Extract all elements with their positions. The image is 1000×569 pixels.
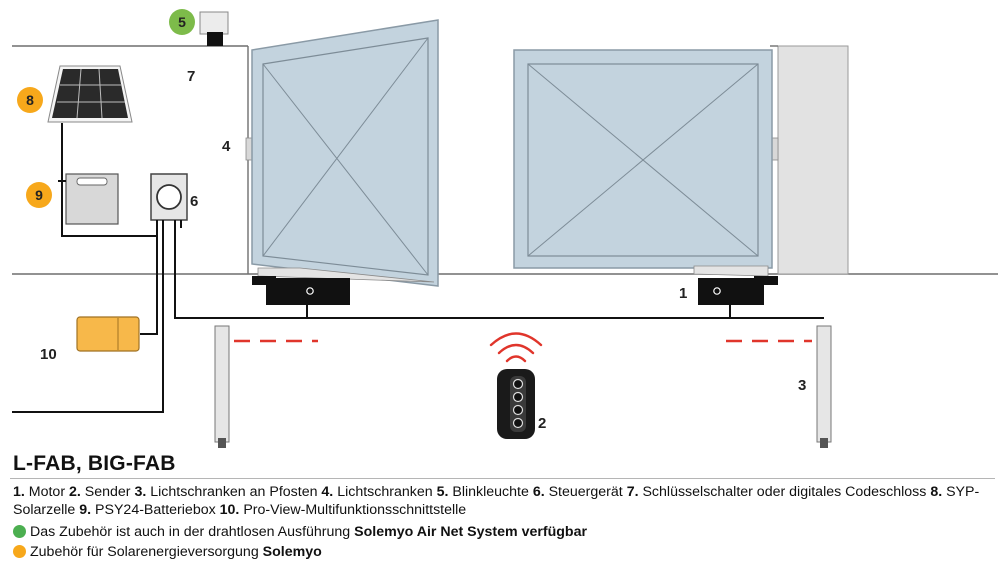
wall-outline	[12, 45, 998, 275]
legend-num-2: 2.	[69, 484, 81, 500]
badge-5: 5	[169, 9, 195, 35]
legend-text-10: Pro-View-Multifunktionsschnittstelle	[239, 502, 467, 518]
legend-text-2: Sender	[80, 484, 135, 500]
badge-8: 8	[17, 87, 43, 113]
legend: 1. Motor 2. Sender 3. Lichtschranken an …	[13, 483, 988, 519]
wireless-note: Das Zubehör ist auch in der drahtlosen A…	[13, 523, 587, 541]
legend-num-5: 5.	[436, 484, 449, 500]
orange-dot-icon	[13, 545, 26, 558]
legend-text-5: Blinkleuchte	[448, 484, 533, 500]
left-gate-arm	[257, 267, 435, 283]
pillar-photocell	[771, 137, 779, 161]
legend-text-9: PSY24-Batteriebox	[91, 502, 220, 518]
legend-num-9: 9.	[79, 502, 92, 518]
left-gate-leaf	[251, 19, 439, 287]
green-dot-icon	[13, 525, 26, 538]
legend-text-1: Motor	[24, 484, 69, 500]
label-1: 1	[679, 285, 687, 302]
label-7: 7	[187, 68, 195, 85]
solar-panel	[47, 65, 133, 180]
page-title: L-FAB, BIG-FAB	[13, 452, 176, 475]
right-photocell-post	[816, 325, 832, 448]
right-gate-leaf	[513, 49, 773, 269]
legend-text-4: Lichtschranken	[333, 484, 437, 500]
solar-note: Zubehör für Solarenergieversorgung Solem…	[13, 543, 322, 561]
wiring	[12, 180, 824, 413]
pro-view-interface	[76, 316, 140, 352]
wireless-note-brand: Solemyo Air Net System verfügbar	[354, 524, 588, 540]
legend-text-6: Steuergerät	[544, 484, 627, 500]
wall-photocell	[245, 137, 253, 161]
label-6: 6	[190, 193, 198, 210]
legend-text-8: SYP-Solarzelle	[13, 484, 980, 518]
gate-installation-diagram: 5 8 9 7 4 6 1 10 3 2	[12, 9, 998, 448]
right-gate-arm	[693, 265, 769, 277]
label-10: 10	[40, 346, 57, 363]
legend-num-4: 4.	[321, 484, 334, 500]
legend-text-7: Schlüsselschalter oder digitales Codesch…	[638, 484, 931, 500]
badge-9: 9	[26, 182, 52, 208]
label-2: 2	[538, 415, 546, 432]
legend-text-3: Lichtschranken an Pfosten	[146, 484, 322, 500]
legend-num-10: 10.	[219, 502, 240, 518]
label-8: 8	[26, 92, 34, 108]
solar-note-brand: Solemyo	[262, 544, 322, 560]
label-5: 5	[178, 14, 186, 30]
left-photocell-post	[214, 325, 230, 448]
legend-num-3: 3.	[134, 484, 147, 500]
label-3: 3	[798, 377, 806, 394]
radio-waves-icon	[489, 332, 543, 363]
label-4: 4	[222, 138, 231, 155]
flashing-light	[199, 11, 229, 46]
wireless-note-text: Das Zubehör ist auch in der drahtlosen A…	[30, 524, 355, 540]
transmitter	[497, 369, 535, 439]
legend-num-7: 7.	[626, 484, 639, 500]
left-motor	[252, 276, 350, 305]
label-9: 9	[35, 187, 43, 203]
legend-num-1: 1.	[13, 484, 25, 500]
solar-note-text: Zubehör für Solarenergieversorgung	[30, 544, 263, 560]
control-unit	[150, 173, 188, 221]
legend-num-6: 6.	[532, 484, 545, 500]
battery-box	[58, 173, 119, 225]
legend-num-8: 8.	[930, 484, 943, 500]
right-pillar	[777, 45, 849, 275]
right-motor	[698, 276, 778, 305]
divider	[10, 478, 995, 479]
